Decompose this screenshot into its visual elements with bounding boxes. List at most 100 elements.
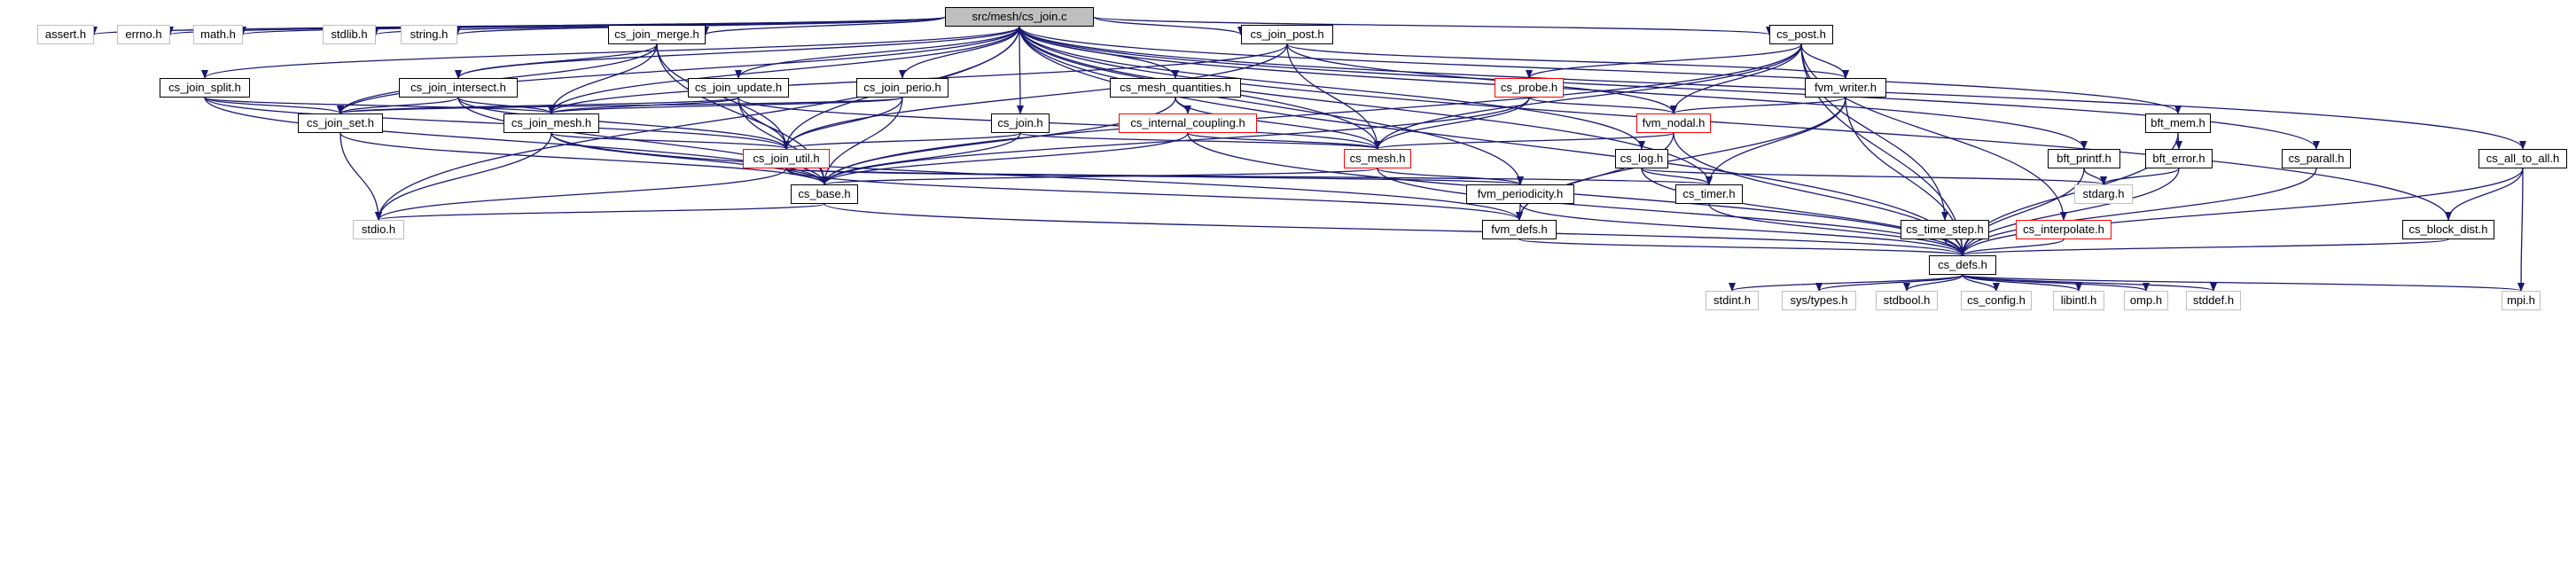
edge-cs_join_intersect_h-to-cs_join_mesh_h <box>457 97 555 114</box>
edge-cs_join_c-to-cs_timer_h <box>1019 26 1713 185</box>
node-cs-defs-h[interactable]: cs_defs.h <box>1929 255 1996 275</box>
node-cs-post-h[interactable]: cs_post.h <box>1769 25 1833 44</box>
edge-cs_mesh_quantities_h-to-cs_internal_coupling_h <box>1175 97 1191 114</box>
edge-cs_timer_h-to-cs_defs_h <box>1708 203 1966 256</box>
node-cs-probe-h[interactable]: cs_probe.h <box>1495 78 1564 98</box>
node-string-h[interactable]: string.h <box>401 25 457 44</box>
node-omp-h[interactable]: omp.h <box>2124 291 2168 310</box>
node-cs-interpolate-h[interactable]: cs_interpolate.h <box>2016 220 2112 239</box>
node-cs-join-split-h[interactable]: cs_join_split.h <box>160 78 250 98</box>
node-cs-time-step-h[interactable]: cs_time_step.h <box>1901 220 1989 239</box>
edge-cs_join_split_h-to-cs_join_mesh_h <box>204 97 555 114</box>
node-cs-mesh-h[interactable]: cs_mesh.h <box>1344 149 1411 168</box>
edge-cs_join_intersect_h-to-cs_base_h <box>457 97 828 185</box>
node-cs-mesh-quantities-h[interactable]: cs_mesh_quantities.h <box>1110 78 1241 98</box>
node-cs-join-intersect-h[interactable]: cs_join_intersect.h <box>399 78 518 98</box>
edge-cs_join_util_h-to-stdio_h <box>375 168 787 221</box>
edge-cs_block_dist_h-to-cs_defs_h <box>1959 238 2449 256</box>
edge-cs_join_c-to-cs_all_to_all_h <box>1019 26 2526 150</box>
node-fvm-defs-h[interactable]: fvm_defs.h <box>1482 220 1557 239</box>
node-fvm-periodicity-h[interactable]: fvm_periodicity.h <box>1466 184 1574 204</box>
edge-cs_log_h-to-stdarg_h <box>1641 168 2107 185</box>
edge-fvm_writer_h-to-cs_timer_h <box>1706 97 1846 185</box>
edge-cs_post_h-to-fvm_writer_h <box>1800 43 1849 79</box>
edge-cs_mesh_quantities_h-to-cs_mesh_h <box>1175 97 1381 150</box>
node-fvm-writer-h[interactable]: fvm_writer.h <box>1805 78 1886 98</box>
node-cs-join-mesh-h[interactable]: cs_join_mesh.h <box>503 113 599 133</box>
edge-cs_join_intersect_h-to-cs_join_set_h <box>337 97 459 114</box>
edge-cs_defs_h-to-sys_types_h <box>1815 274 1963 292</box>
edge-cs_join_c-to-cs_join_perio_h <box>899 26 1020 79</box>
node-sys-types-h[interactable]: sys/types.h <box>1782 291 1856 310</box>
edge-bft_error_h-to-cs_defs_h <box>1959 168 2180 256</box>
node-cs-block-dist-h[interactable]: cs_block_dist.h <box>2402 220 2494 239</box>
node-bft-error-h[interactable]: bft_error.h <box>2145 149 2213 168</box>
node-cs-config-h[interactable]: cs_config.h <box>1961 291 2032 310</box>
edge-cs_post_h-to-cs_interpolate_h <box>1800 43 2067 221</box>
edge-cs_all_to_all_h-to-cs_block_dist_h <box>2445 168 2524 221</box>
edge-cs_join_c-to-cs_log_h <box>1019 26 1645 150</box>
edge-cs_join_h-to-cs_base_h <box>821 132 1021 185</box>
node-cs-join-h[interactable]: cs_join.h <box>991 113 1050 133</box>
edge-cs_join_c-to-cs_join_merge_h <box>702 16 946 35</box>
node-bft-printf-h[interactable]: bft_printf.h <box>2048 149 2120 168</box>
node-cs-join-update-h[interactable]: cs_join_update.h <box>688 78 789 98</box>
node-bft-mem-h[interactable]: bft_mem.h <box>2145 113 2211 133</box>
node-cs-join-perio-h[interactable]: cs_join_perio.h <box>856 78 948 98</box>
node-stdint-h[interactable]: stdint.h <box>1706 291 1759 310</box>
node-mpi-h[interactable]: mpi.h <box>2502 291 2541 310</box>
edge-cs_internal_coupling_h-to-cs_mesh_h <box>1187 132 1381 150</box>
edge-cs_join_mesh_h-to-fvm_defs_h <box>550 132 1523 221</box>
edge-bft_printf_h-to-stdarg_h <box>2083 168 2107 185</box>
edge-cs_join_c-to-bft_mem_h <box>1019 26 2182 114</box>
node-cs-base-h[interactable]: cs_base.h <box>791 184 858 204</box>
node-cs-timer-h[interactable]: cs_timer.h <box>1675 184 1743 204</box>
edge-cs_join_h-to-cs_mesh_h <box>1019 132 1381 150</box>
node-cs-join-c[interactable]: src/mesh/cs_join.c <box>945 7 1094 27</box>
edge-cs_join_update_h-to-cs_mesh_h <box>738 97 1381 150</box>
node-stddef-h[interactable]: stddef.h <box>2186 291 2241 310</box>
edge-cs_post_h-to-cs_probe_h <box>1526 43 1802 79</box>
node-libintl-h[interactable]: libintl.h <box>2053 291 2104 310</box>
edge-cs_defs_h-to-mpi_h <box>1962 274 2525 292</box>
node-stdbool-h[interactable]: stdbool.h <box>1876 291 1938 310</box>
edge-cs_join_split_h-to-cs_join_set_h <box>204 97 344 114</box>
edge-cs_log_h-to-cs_defs_h <box>1641 168 1966 256</box>
node-cs-parall-h[interactable]: cs_parall.h <box>2282 149 2351 168</box>
edge-cs_all_to_all_h-to-cs_defs_h <box>1959 168 2524 256</box>
edge-cs_join_c-to-cs_join_update_h <box>735 26 1020 79</box>
edge-cs_join_c-to-cs_parall_h <box>1019 26 2320 150</box>
edge-cs_join_update_h-to-cs_join_set_h <box>337 97 739 114</box>
node-cs-join-set-h[interactable]: cs_join_set.h <box>298 113 383 133</box>
node-stdarg-h[interactable]: stdarg.h <box>2074 184 2133 204</box>
edge-cs_join_post_h-to-fvm_writer_h <box>1286 43 1849 79</box>
node-cs-all-to-all-h[interactable]: cs_all_to_all.h <box>2478 149 2567 168</box>
node-cs-join-merge-h[interactable]: cs_join_merge.h <box>608 25 706 44</box>
node-cs-internal-coupling-h[interactable]: cs_internal_coupling.h <box>1119 113 1257 133</box>
edge-cs_mesh_h-to-cs_base_h <box>821 168 1378 185</box>
edge-fvm_defs_h-to-cs_defs_h <box>1518 238 1966 256</box>
edge-cs_internal_coupling_h-to-cs_base_h <box>821 132 1189 185</box>
node-cs-join-util-h[interactable]: cs_join_util.h <box>743 149 830 168</box>
edge-cs_probe_h-to-cs_mesh_h <box>1374 97 1530 150</box>
edge-cs_post_h-to-fvm_nodal_h <box>1670 43 1802 114</box>
edge-cs_join_post_h-to-fvm_nodal_h <box>1286 43 1677 114</box>
node-stdio-h[interactable]: stdio.h <box>353 220 404 239</box>
edge-cs_all_to_all_h-to-mpi_h <box>2517 168 2525 292</box>
edge-cs_join_merge_h-to-cs_join_intersect_h <box>455 43 658 79</box>
node-cs-join-post-h[interactable]: cs_join_post.h <box>1241 25 1333 44</box>
edge-cs_defs_h-to-stddef_h <box>1962 274 2217 292</box>
edge-cs_defs_h-to-cs_config_h <box>1962 274 2000 292</box>
node-cs-log-h[interactable]: cs_log.h <box>1615 149 1668 168</box>
node-fvm-nodal-h[interactable]: fvm_nodal.h <box>1636 113 1711 133</box>
edge-cs_join_c-to-cs_join_set_h <box>337 26 1020 114</box>
node-assert-h[interactable]: assert.h <box>37 25 94 44</box>
edge-cs_join_post_h-to-cs_join_util_h <box>783 43 1288 150</box>
edge-cs_base_h-to-cs_defs_h <box>824 203 1966 256</box>
edge-cs_join_set_h-to-stdio_h <box>340 132 382 221</box>
node-math-h[interactable]: math.h <box>193 25 243 44</box>
node-errno-h[interactable]: errno.h <box>117 25 170 44</box>
node-stdlib-h[interactable]: stdlib.h <box>323 25 376 44</box>
